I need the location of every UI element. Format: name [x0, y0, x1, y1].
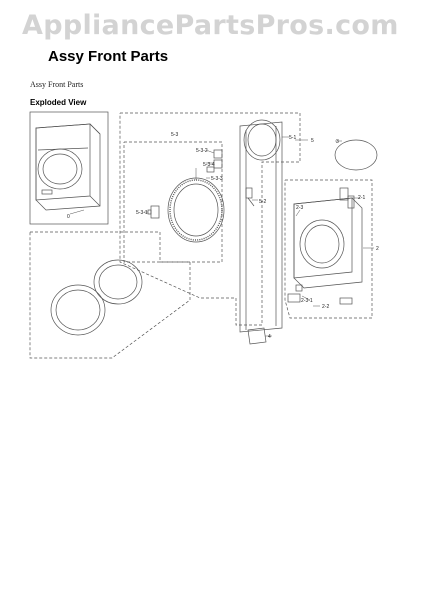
- small-latch-part: [245, 187, 255, 207]
- callout-0: 0: [67, 214, 70, 220]
- cabinet-front: [293, 197, 363, 289]
- callout-5-2: 5-2: [259, 199, 266, 205]
- callout-2-1: 2-1: [358, 195, 365, 201]
- door-ring: [93, 259, 143, 305]
- page-title: Assy Front Parts: [48, 48, 169, 65]
- callout-5-3-2: 5-3-2: [196, 148, 208, 154]
- door-glass: [50, 284, 106, 336]
- door-handle-parts: [206, 149, 223, 173]
- callout-5: 5: [311, 138, 314, 144]
- door-cover: [334, 139, 378, 171]
- door-bezel: [167, 177, 225, 243]
- hinge-bracket: [339, 187, 355, 209]
- callout-5-3-4: 5-3-4: [203, 162, 215, 168]
- panel-group-outline: [119, 112, 301, 326]
- callout-2: 2: [376, 246, 379, 252]
- front-frame: [239, 121, 283, 333]
- watermark: AppliancePartsPros.com: [22, 10, 399, 41]
- assembled-unit-box: [29, 111, 109, 225]
- callout-2-2: 2-2: [322, 304, 329, 310]
- callout-5-3: 5-3: [171, 132, 178, 138]
- callout-5-3-1: 5-3-1: [136, 210, 148, 216]
- bottom-brackets: [287, 284, 353, 305]
- door-group-outline: [29, 231, 191, 359]
- cabinet-group-outline: [284, 179, 373, 319]
- callout-3: 3: [336, 139, 339, 145]
- callout-4: 4: [268, 334, 271, 340]
- callout-2-3-1: 2-3-1: [301, 298, 313, 304]
- door-seal: [243, 119, 281, 161]
- callout-5-1: 5-1: [289, 135, 296, 141]
- door-hinge: [147, 205, 160, 219]
- callout-labels: 0 2 2-1 2-2 2-3 2-3-1 3 4 5 5-1 5-2 5-3 …: [67, 132, 379, 340]
- bezel-group-outline: [123, 141, 223, 263]
- page-subtitle: Assy Front Parts: [30, 80, 84, 89]
- assembled-dryer-drawing: [35, 123, 101, 211]
- callout-5-3-3: 5-3-3: [211, 176, 223, 182]
- callout-2-3: 2-3: [296, 205, 303, 211]
- section-heading: Exploded View: [30, 98, 87, 107]
- label-plate: [247, 327, 267, 345]
- leader-lines: [69, 136, 374, 337]
